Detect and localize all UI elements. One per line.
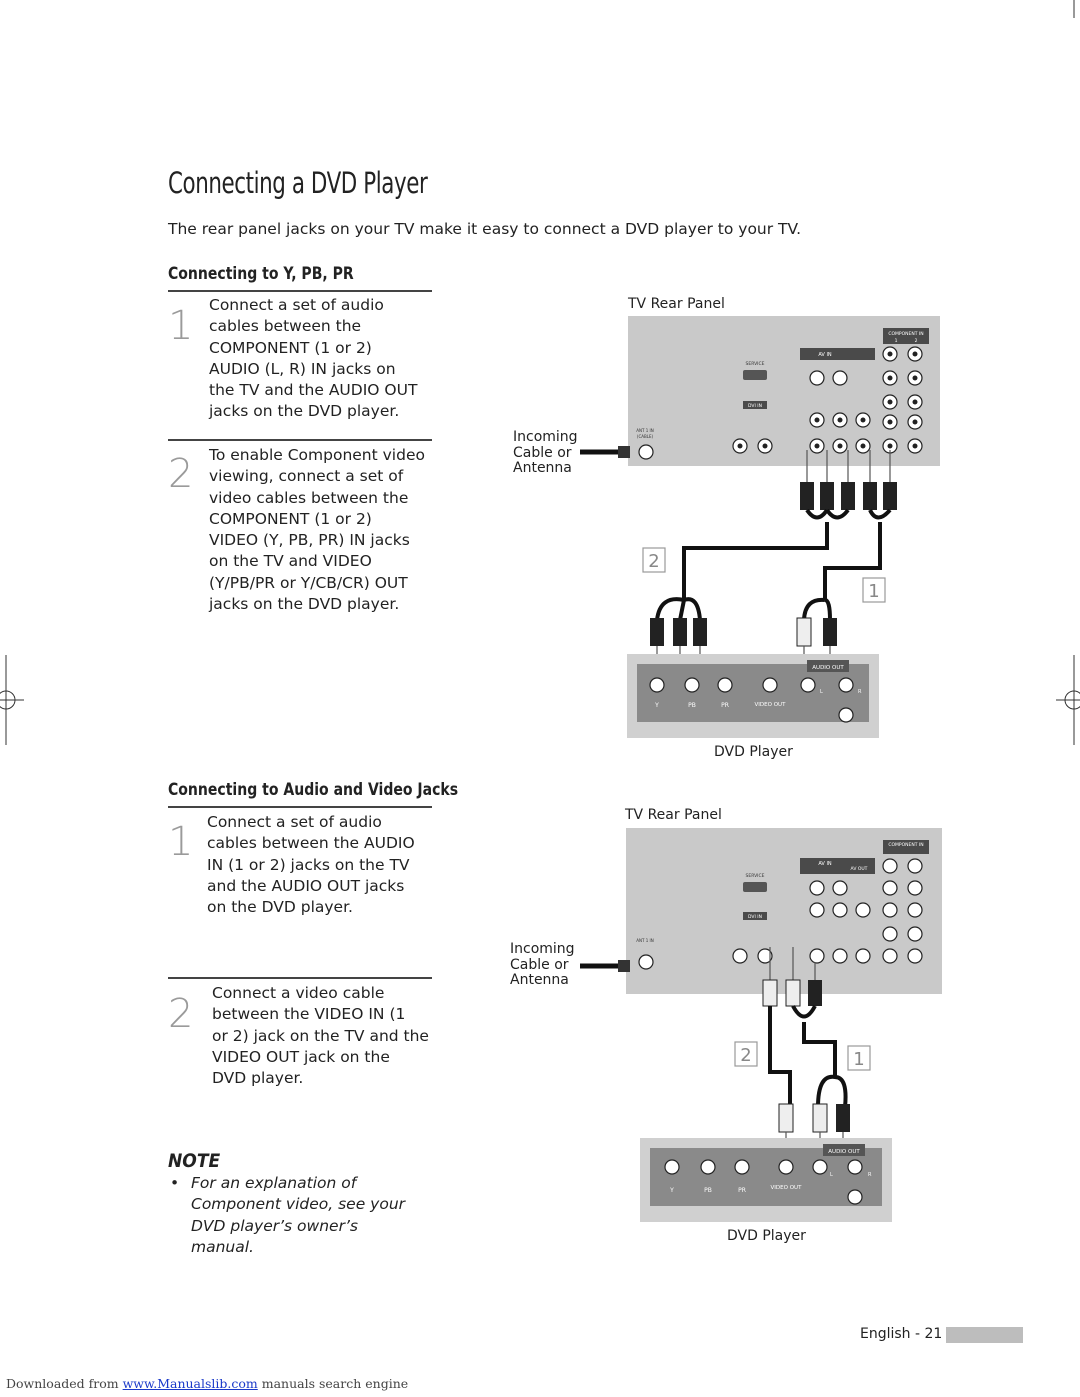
section2-rule [168, 806, 432, 808]
diagram1-dvd-video-out: VIDEO OUT [755, 702, 787, 708]
section1-heading-text: Connecting to Y, PB, PR [168, 264, 354, 283]
diagram2-connection-illustration: COMPONENT IN SERVICE AV IN AV OUT DVI IN… [580, 828, 942, 1222]
diagram2-av-out-label: AV OUT [851, 866, 868, 872]
diagram1-ant-label: ANT 1 IN [636, 428, 653, 433]
diagram1-callout-2: 2 [648, 551, 659, 572]
diagram1-dvd-y: Y [654, 702, 659, 709]
footer-bar [946, 1327, 1023, 1343]
diagram1-tv-label: TV Rear Panel [628, 296, 725, 312]
section1-rule [168, 290, 432, 292]
diagram2-dvd-pr: PR [738, 1187, 746, 1194]
diagram2-dvd-label: DVD Player [727, 1228, 806, 1244]
download-credit: Downloaded from www.Manualslib.com manua… [6, 1376, 408, 1391]
diagram2-antenna-label: Incoming Cable or Antenna [510, 941, 575, 988]
diagram1-dvd-label: DVD Player [714, 744, 793, 760]
diagram2-dvd-l: L [830, 1172, 833, 1178]
manualslib-link[interactable]: www.Manualslib.com [122, 1376, 258, 1391]
diagram1-dvd-pr: PR [721, 702, 729, 709]
section2-step2-rule [168, 977, 432, 979]
diagram1-av-in-label: AV IN [818, 352, 832, 358]
diagram1-service-port [743, 370, 767, 380]
diagram2-callout-1-box [847, 1045, 871, 1071]
diagram2-service-label: SERVICE [746, 873, 765, 879]
section1-step2-text: To enable Component video viewing, conne… [209, 446, 425, 614]
diagram2-av-in-label: AV IN [818, 861, 832, 867]
diagram1-connection-illustration: COMPONENT IN 1 2 SERVICE AV IN DVI IN AN… [580, 316, 940, 738]
diagram2-dvd-r: R [868, 1172, 872, 1178]
section1-heading: Connecting to Y, PB, PR [168, 264, 354, 283]
diagram2-service-port [743, 882, 767, 892]
diagram1-dvd-l: L [820, 689, 823, 695]
diagram2-tv-label: TV Rear Panel [625, 807, 722, 823]
diagram2-callout-2-box [734, 1041, 758, 1067]
section2-step1-text: Connect a set of audio cables between th… [207, 813, 415, 917]
section2-step2-text: Connect a video cable between the VIDEO … [212, 984, 429, 1088]
diagram1-callout-2-box [642, 547, 666, 573]
intro-text: The rear panel jacks on your TV make it … [168, 220, 802, 238]
diagram2-component-in-label: COMPONENT IN [888, 842, 923, 848]
diagram2-dvd-video-out: VIDEO OUT [771, 1185, 803, 1191]
diagram1-callout-1: 1 [868, 581, 879, 602]
diagram2-callout-1: 1 [853, 1049, 864, 1070]
download-suffix: manuals search engine [257, 1376, 409, 1391]
diagram1-dvd-r: R [858, 689, 862, 695]
diagram2-dvd-pb: PB [704, 1187, 712, 1194]
diagram1-comp-2: 2 [915, 338, 918, 344]
note-bullet: • [170, 1174, 180, 1192]
diagram1-audio-out-label: AUDIO OUT [812, 665, 844, 671]
section1-step2-number: 2 [168, 451, 194, 497]
diagram1-dvi-in-label: DVI IN [748, 403, 762, 409]
diagram2-dvd-y: Y [669, 1187, 674, 1194]
diagram1-dvd-pb: PB [688, 702, 696, 709]
diagram2-dvi-in-label: DVI IN [748, 914, 762, 920]
download-prefix: Downloaded from [6, 1376, 123, 1391]
page-title: Connecting a DVD Player [168, 166, 428, 200]
section2-heading: Connecting to Audio and Video Jacks [168, 780, 459, 799]
section1-step2-rule [168, 439, 432, 441]
diagram1-service-label: SERVICE [746, 361, 765, 367]
diagram2-audio-out-label: AUDIO OUT [828, 1149, 860, 1155]
note-title: NOTE [168, 1150, 221, 1172]
diagram1-comp-1: 1 [895, 338, 898, 344]
page-number: English - 21 [860, 1326, 943, 1342]
section2-step2-number: 2 [168, 991, 194, 1037]
section1-step1-text: Connect a set of audio cables between th… [209, 296, 418, 421]
section1-step1-number: 1 [168, 303, 194, 349]
section2-step1-number: 1 [168, 819, 194, 865]
diagram1-component-in-label: COMPONENT IN [888, 331, 923, 337]
diagram1-cable-label: (CABLE) [637, 434, 654, 439]
diagram1-antenna-label: Incoming Cable or Antenna [513, 429, 578, 476]
diagram2-ant-label: ANT 1 IN [636, 938, 653, 943]
diagram2-callout-2: 2 [740, 1045, 751, 1066]
diagram1-callout-1-box [862, 577, 886, 603]
note-text: For an explanation of Component video, s… [191, 1174, 406, 1256]
